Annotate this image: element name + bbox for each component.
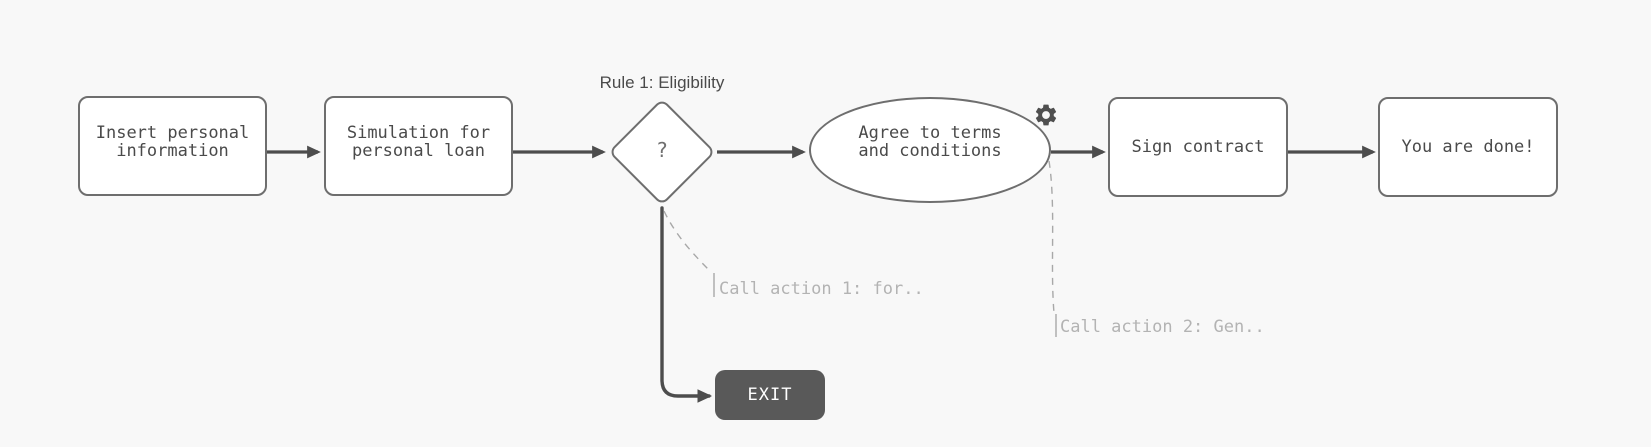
exit-label: EXIT — [747, 385, 793, 405]
node-simulation-personal-loan[interactable]: Simulation for personal loan — [324, 96, 513, 196]
connector-rule-to-exit — [660, 206, 713, 403]
node-sign-contract[interactable]: Sign contract — [1108, 97, 1288, 197]
node-insert-personal-information[interactable]: Insert personal information — [78, 96, 267, 196]
rule-question-label: ? — [655, 138, 669, 162]
gear-icon[interactable] — [1033, 102, 1059, 128]
dashed-link-action2 — [1048, 160, 1055, 314]
node-you-are-done[interactable]: You are done! — [1378, 97, 1558, 197]
annotation-call-action-2: Call action 2: Gen.. — [1060, 317, 1265, 337]
node-label: Sign contract — [1131, 137, 1265, 157]
node-label: Simulation for personal loan — [346, 123, 491, 161]
node-label: Insert personal information — [95, 123, 250, 161]
node-label: You are done! — [1401, 137, 1535, 157]
exit-button[interactable]: EXIT — [715, 370, 825, 420]
node-label: Agree to terms and conditions — [858, 123, 1002, 161]
dashed-link-action1 — [663, 210, 712, 273]
node-agree-terms-ellipse[interactable]: Agree to terms and conditions — [809, 97, 1051, 203]
rule-title: Rule 1: Eligibility — [599, 73, 725, 92]
annotation-call-action-1: Call action 1: for.. — [719, 279, 924, 299]
